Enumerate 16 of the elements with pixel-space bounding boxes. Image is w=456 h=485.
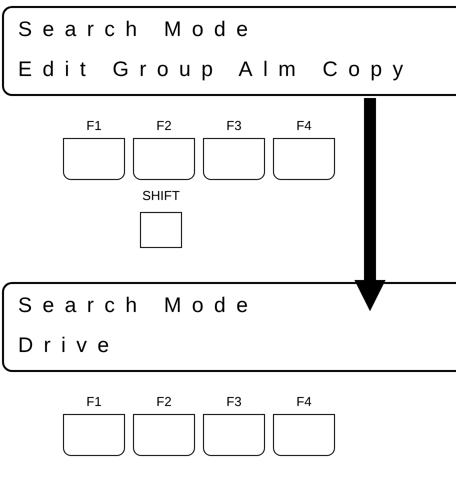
display-text: Edit Group Alm Copy [18,58,414,82]
display-text: Search Mode [18,294,258,318]
lcd-display [2,6,456,96]
key-label: F4 [295,394,313,409]
key-label: F2 [155,394,173,409]
lcd-display [2,282,456,372]
key-label: F4 [295,118,313,133]
key-label: F1 [85,394,103,409]
key-label: F3 [225,118,243,133]
display-text: Drive [18,334,120,358]
key-label: F3 [225,394,243,409]
down-arrow [354,98,386,312]
key-label: SHIFT [141,188,181,203]
display-text: Search Mode [18,18,258,42]
key-label: F1 [85,118,103,133]
key-label: F2 [155,118,173,133]
